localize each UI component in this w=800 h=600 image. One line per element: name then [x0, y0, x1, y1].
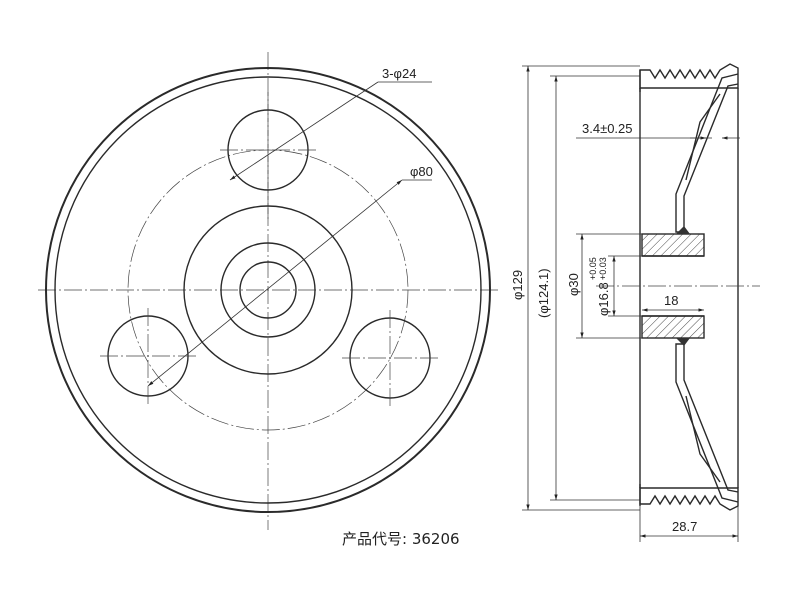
bore-tolerance-lower: +0.03 — [598, 257, 608, 280]
hub-length-label: 18 — [664, 293, 678, 308]
web-upper — [675, 73, 739, 233]
bore-tolerance-upper: +0.05 — [588, 257, 598, 280]
web-lower — [675, 343, 739, 503]
hole-dimension-line — [229, 81, 379, 181]
outer-diameter-label: φ129 — [510, 270, 525, 300]
bolt-circle-label: φ80 — [410, 164, 433, 179]
weld-top — [676, 226, 690, 234]
front-view: 3-φ24 φ80 — [38, 52, 500, 530]
section-view: φ129 (φ124.1) φ30 — [510, 63, 760, 542]
hub-diameter-label: φ30 — [566, 273, 581, 296]
bore-diameter-label: φ16.8 — [596, 282, 611, 316]
groove-band-bottom — [639, 487, 739, 511]
outer-rim — [45, 67, 491, 513]
hole-dimension-label: 3-φ24 — [382, 66, 416, 81]
weld-bottom — [676, 338, 690, 346]
wall-thickness-label: 3.4±0.25 — [582, 121, 633, 136]
product-code-caption: 产品代号: 36206 — [342, 530, 460, 548]
width-label: 28.7 — [672, 519, 697, 534]
groove-band-top — [639, 63, 739, 89]
inner-rim — [54, 76, 482, 504]
hub-section-bottom — [641, 315, 705, 339]
hub-section-top — [641, 233, 705, 257]
bolt-circle-dimension-line — [147, 179, 403, 387]
web-upper-inner — [685, 93, 721, 181]
web-lower-inner — [685, 395, 721, 483]
groove-diameter-label: (φ124.1) — [536, 268, 551, 318]
hole-center-marks — [100, 149, 438, 406]
